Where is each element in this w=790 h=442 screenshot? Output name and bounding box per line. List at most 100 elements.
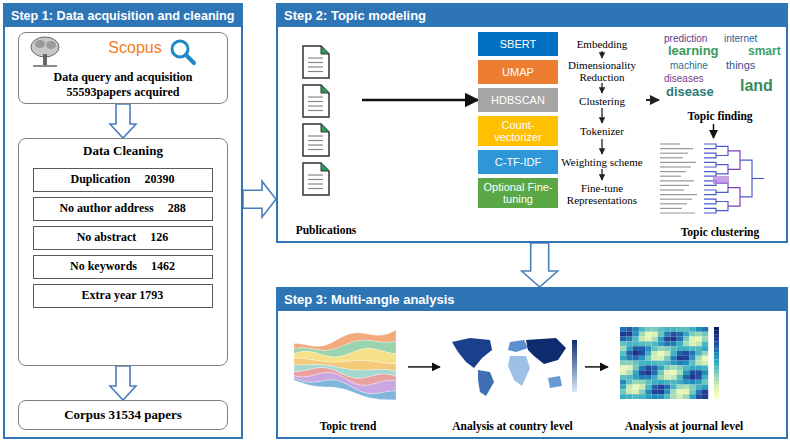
illustration-part [633,385,639,390]
illustration-part [716,165,728,174]
publications-figure: Publications [290,38,362,238]
elsevier-logo [31,37,59,66]
illustration-part [620,385,626,390]
illustration-part [321,124,329,132]
illustration-part [626,351,632,356]
search-icon [172,41,194,63]
illustration-part [652,389,658,394]
process-box: HDBSCAN [478,88,558,112]
illustration-part [702,346,708,351]
cloud-word: diseases [664,73,703,84]
illustration-part [696,380,702,385]
illustration-part [714,334,719,338]
illustration-part [683,389,689,394]
illustration-part [308,96,323,97]
illustration-part [677,365,683,370]
illustration-part [660,148,693,149]
illustration-part [303,163,329,195]
illustration-part [714,341,719,345]
illustration-part [601,51,602,58]
illustration-part [652,341,658,346]
process-box: SBERT [478,32,558,56]
illustration-part [645,346,651,351]
illustration-part [696,365,702,370]
illustration-part [639,365,645,370]
box-text: No abstract [77,230,137,245]
illustration-part [677,385,683,390]
illustration-part [645,356,651,361]
block-arrow [243,181,276,217]
illustration-part [660,203,687,204]
illustration-part [35,40,45,48]
illustration-part [664,332,670,337]
illustration-part [714,377,719,381]
illustration-part [658,394,664,399]
box-text: Data query and acquisition 55593papers a… [25,70,221,99]
illustration-part [658,346,664,351]
panel-title: Step 3: Multi-angle analysis [278,289,786,311]
illustration-part [740,160,752,197]
illustration-part [670,361,676,366]
illustration-part [633,327,639,332]
illustration-part [308,57,323,58]
illustration-part [660,208,682,209]
step-label: Fine-tune Representations [560,182,644,206]
illustration-part [664,351,670,356]
step-label: Weighting scheme [560,156,644,168]
illustration-part [639,385,645,390]
illustration-part [677,380,683,385]
illustration-part [639,327,645,332]
illustration-part [664,341,670,346]
illustration-part [308,144,323,145]
illustration-part [645,394,651,399]
box-text: 20390 [145,172,175,187]
illustration-part [620,370,626,375]
illustration-part [308,149,323,150]
illustration-part [660,189,684,190]
illustration-part [652,365,658,370]
illustration-part [652,380,658,385]
illustration-part [620,341,626,346]
illustration-part [702,332,708,337]
illustration-part [704,190,716,195]
illustration-part [639,375,645,380]
illustration-part [670,346,676,351]
illustration-part [626,389,632,394]
illustration-part [704,172,716,177]
illustration-part [633,375,639,380]
illustration-part [652,356,658,361]
illustration-part [626,361,632,366]
illustration-part [633,365,639,370]
illustration-part [633,361,639,366]
corpus-box: Corpus 31534 papers [18,400,228,430]
illustration-part [620,361,626,366]
illustration-part [633,370,639,375]
illustration-part [620,394,626,399]
illustration-part [683,380,689,385]
illustration-part [294,372,396,393]
illustration-part [308,105,323,106]
illustration-part [308,101,323,102]
brand-name: Scopus [95,39,175,57]
box-text: 288 [168,201,186,216]
box-text: No author address [59,201,153,216]
figure-caption: Publications [296,224,357,236]
illustration-part [620,332,626,337]
illustration-part [689,337,695,342]
illustration-part [670,365,676,370]
illustration-part [620,375,626,380]
illustration-part [664,394,670,399]
map-figure: Analysis at country level [440,312,585,434]
illustration-part [714,367,719,371]
illustration-part [664,361,670,366]
illustration-part [689,375,695,380]
figure-caption: Analysis at journal level [625,420,744,432]
step-panel: Step 2: Topic modelingPublicationsSBERTU… [276,3,788,243]
illustration-part [308,66,323,67]
illustration-part [572,340,577,392]
illustration-part [303,85,329,117]
illustration-part [664,356,670,361]
illustration-part [660,180,694,181]
illustration-part [683,346,689,351]
illustration-part [714,338,719,342]
